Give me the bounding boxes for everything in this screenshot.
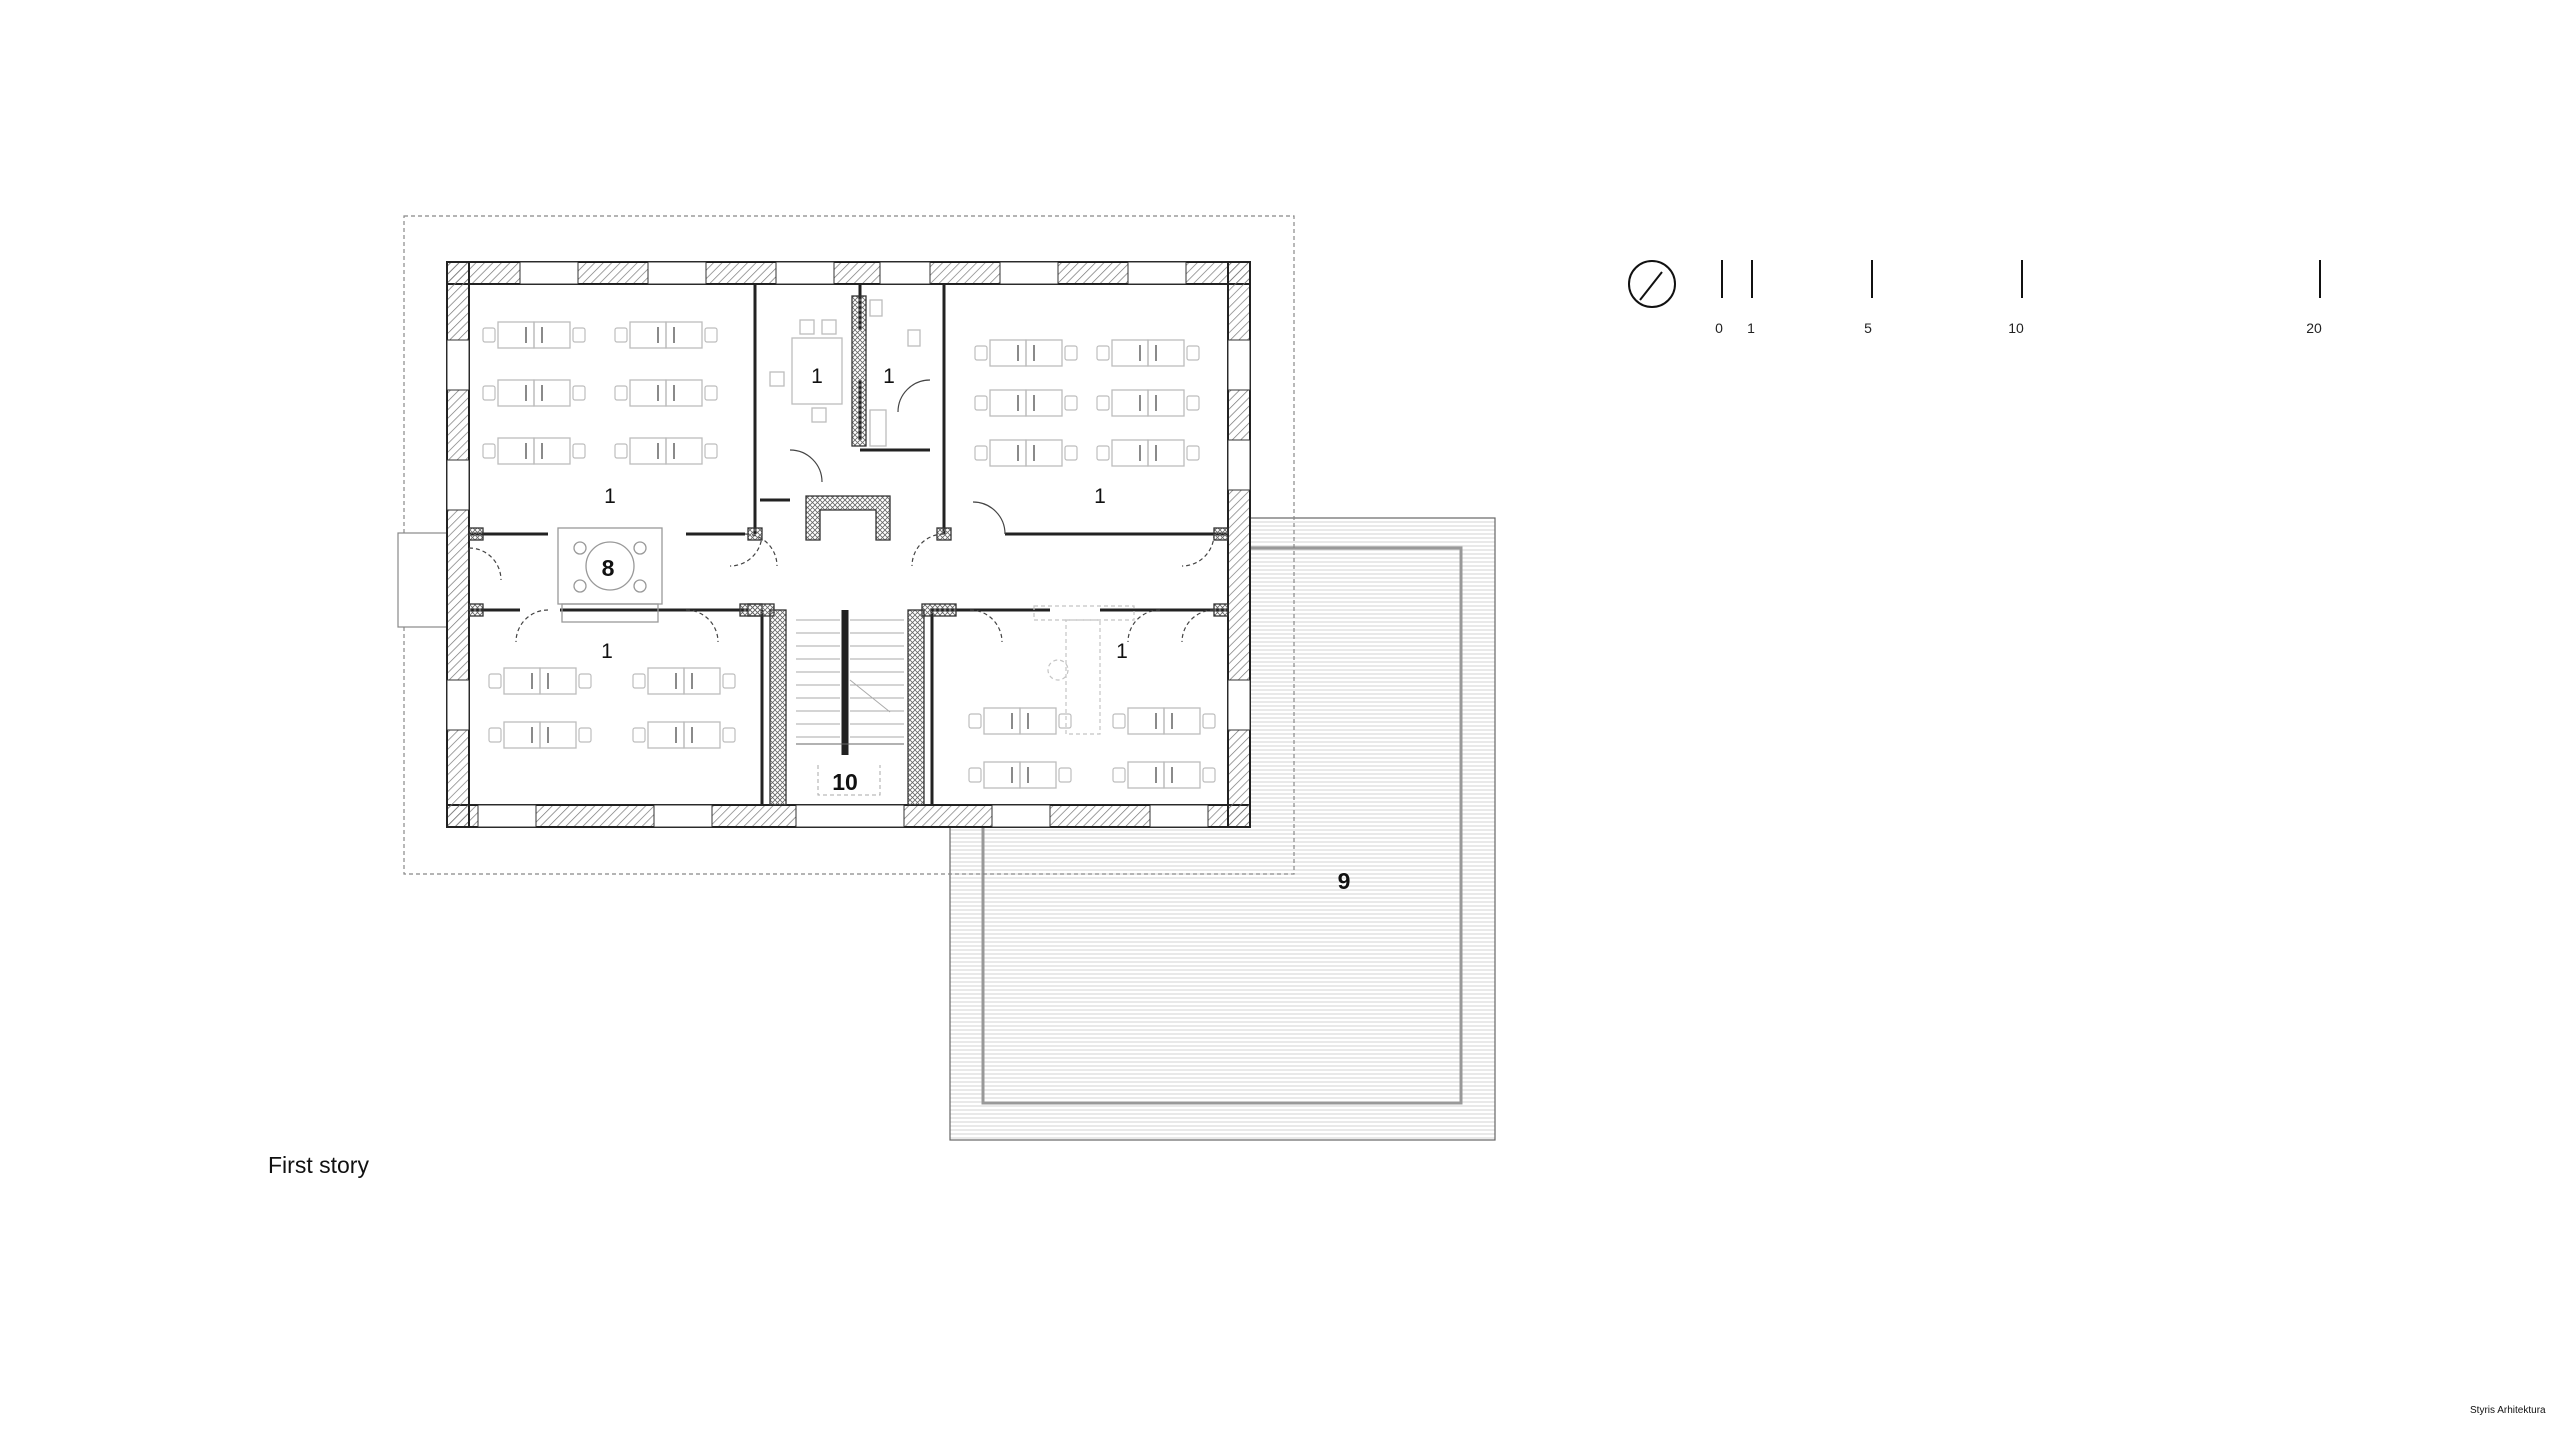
small-office-furniture: [769, 299, 921, 447]
room-label-meeting: 8: [602, 555, 615, 581]
doors: [468, 379, 1215, 643]
scale-bar: [1721, 260, 2321, 298]
meeting-area: [557, 527, 663, 623]
scale-tick-label: 5: [1864, 320, 1872, 336]
room-label-office-sw: 1: [601, 640, 613, 663]
room-label-office-nw: 1: [604, 485, 616, 508]
lounge-furniture: [1033, 605, 1135, 735]
credit-text: Styris Arhitektura: [2470, 1405, 2546, 1416]
room-label-office-small-b: 1: [883, 365, 895, 388]
room-label-terrace: 9: [1338, 868, 1351, 894]
room-label-office-ne: 1: [1094, 485, 1106, 508]
room-label-office-small-a: 1: [811, 365, 823, 388]
scale-tick-label: 10: [2008, 320, 2024, 336]
drawing-caption: First story: [268, 1152, 369, 1178]
scale-tick-label: 0: [1715, 320, 1723, 336]
scale-tick-label: 20: [2306, 320, 2322, 336]
scale-tick-label: 1: [1747, 320, 1755, 336]
north-arrow-icon: [1628, 260, 1676, 308]
staircase: [795, 610, 905, 828]
room-label-stair: 10: [832, 769, 858, 795]
interior-walls: [469, 284, 1228, 805]
room-label-office-se: 1: [1116, 640, 1128, 663]
columns: [468, 295, 1229, 806]
entrance-canopy: [397, 532, 448, 628]
